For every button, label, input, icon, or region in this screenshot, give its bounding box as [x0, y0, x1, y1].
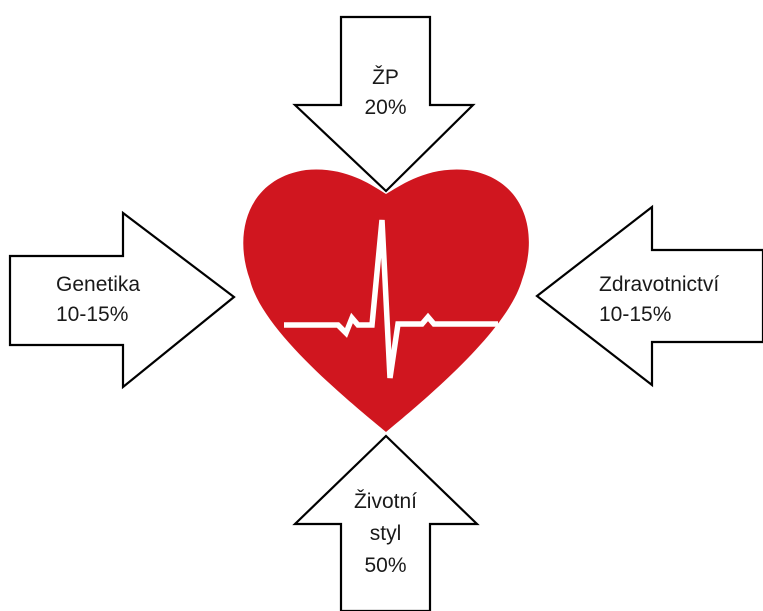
ekg-pulse-line: [284, 219, 498, 379]
left-arrow: [8, 210, 236, 390]
bottom-factor-label: Životní styl 50%: [320, 486, 451, 582]
right-factor-percent: 10-15%: [599, 303, 672, 326]
top-factor-percent: 20%: [364, 96, 407, 119]
top-factor-name: ŽP: [372, 66, 399, 89]
top-arrow: [292, 15, 476, 193]
right-arrow: [535, 204, 763, 388]
bottom-arrow: [292, 434, 480, 611]
left-factor-percent: 10-15%: [56, 303, 129, 326]
right-factor-name: Zdravotnictví: [599, 273, 720, 296]
right-factor-label: Zdravotnictví 10-15%: [599, 270, 719, 330]
left-factor-label: Genetika 10-15%: [56, 270, 140, 330]
bottom-factor-name-2: styl: [369, 522, 402, 545]
bottom-factor-name-1: Životní: [353, 490, 418, 513]
left-factor-name: Genetika: [56, 273, 141, 296]
bottom-factor-percent: 50%: [364, 554, 407, 577]
heart-with-ekg-pulse-icon: [243, 169, 529, 432]
top-factor-label: ŽP 20%: [341, 63, 430, 123]
